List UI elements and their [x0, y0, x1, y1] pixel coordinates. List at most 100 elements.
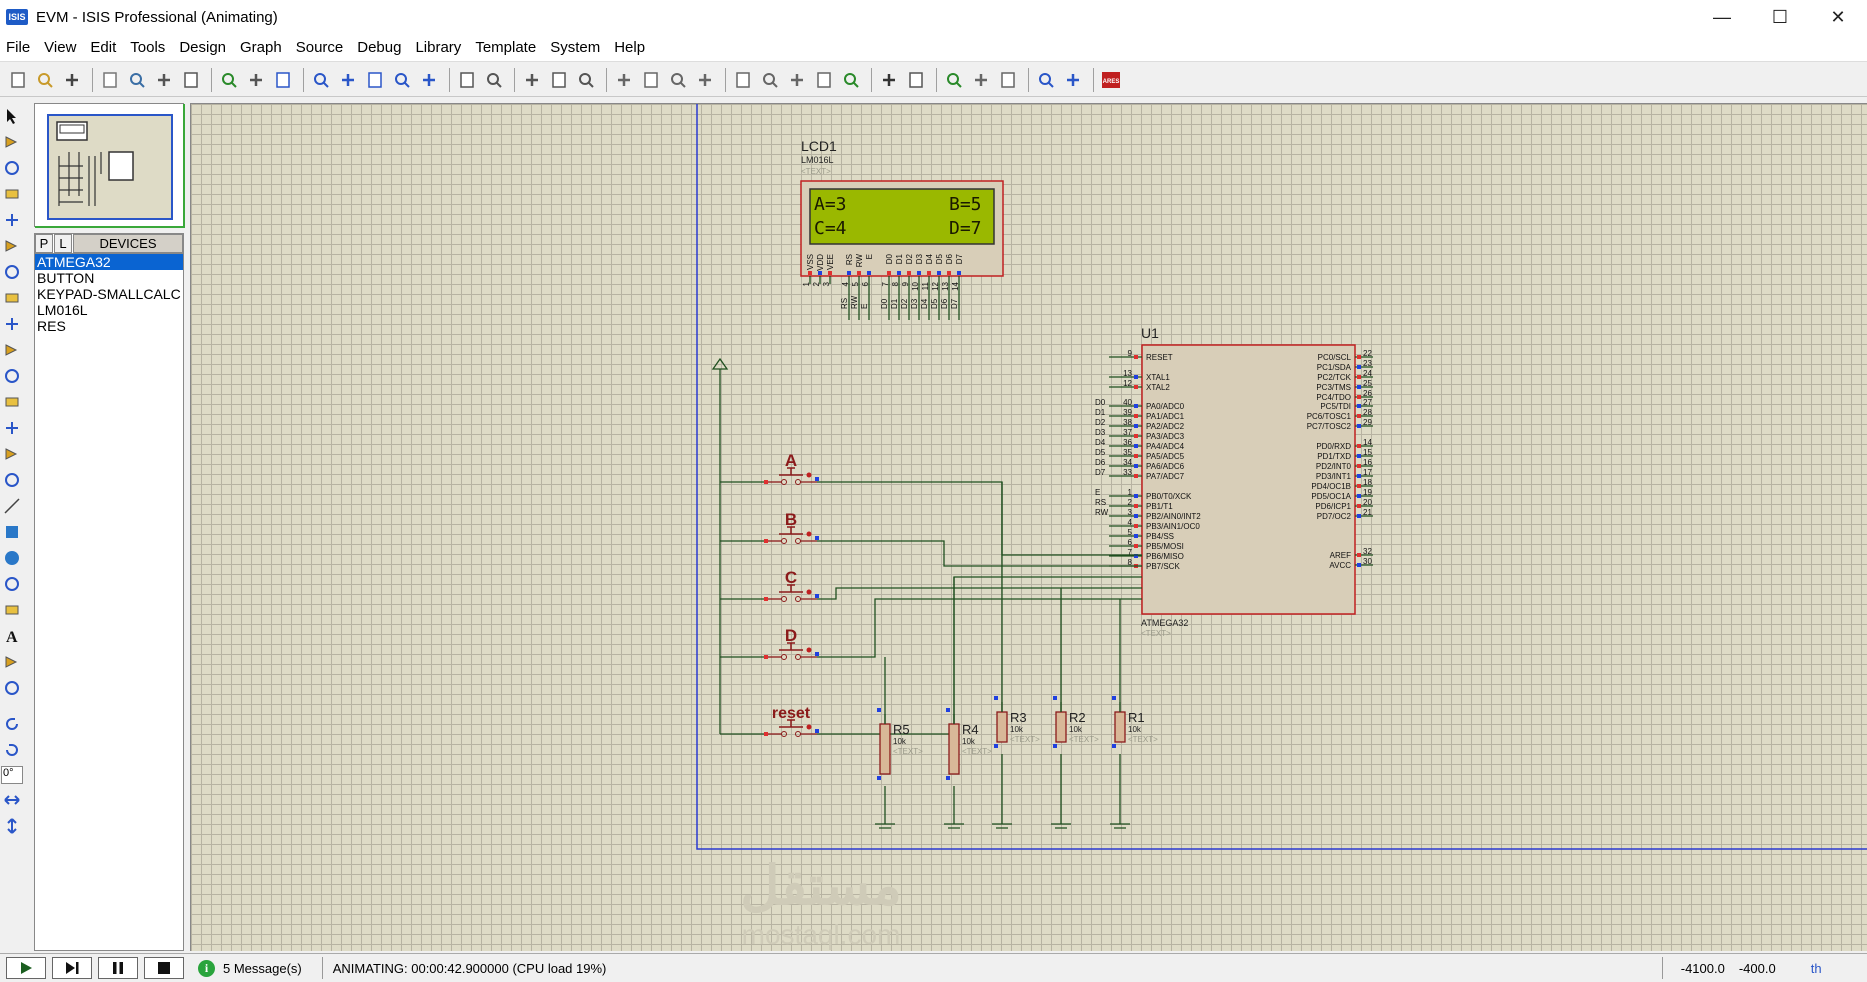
button-d[interactable]: D — [764, 626, 819, 660]
menu-view[interactable]: View — [44, 39, 77, 56]
packaging-button[interactable] — [785, 68, 809, 92]
menu-source[interactable]: Source — [295, 39, 344, 56]
button-c[interactable]: C — [764, 568, 819, 602]
menu-tools[interactable]: Tools — [130, 39, 166, 56]
cut-button[interactable] — [520, 68, 544, 92]
electrical-check-button[interactable] — [1061, 68, 1085, 92]
voltage-probe-button[interactable] — [0, 415, 24, 441]
generator-button[interactable] — [0, 389, 24, 415]
selection-button[interactable] — [0, 103, 24, 129]
current-probe-button[interactable] — [0, 441, 24, 467]
line-button[interactable] — [0, 493, 24, 519]
button-a[interactable]: A — [764, 451, 819, 485]
block-copy-button[interactable] — [612, 68, 636, 92]
origin-button[interactable] — [271, 68, 295, 92]
menu-template[interactable]: Template — [475, 39, 537, 56]
open-folder-button[interactable] — [33, 68, 57, 92]
close-button[interactable]: ✕ — [1830, 6, 1846, 27]
menu-help[interactable]: Help — [614, 39, 646, 56]
decompose-button[interactable] — [812, 68, 836, 92]
text-script-button[interactable] — [0, 207, 24, 233]
undo-button[interactable] — [455, 68, 479, 92]
subcircuit-button[interactable] — [0, 259, 24, 285]
maximize-button[interactable]: ☐ — [1771, 6, 1789, 27]
minimize-button[interactable]: — — [1713, 6, 1731, 27]
exit-to-parent-button[interactable] — [996, 68, 1020, 92]
virtual-instruments-button[interactable] — [0, 467, 24, 493]
overview-window[interactable] — [34, 103, 185, 228]
device-item-res[interactable]: RES — [37, 318, 66, 334]
wire-label-button[interactable] — [0, 181, 24, 207]
graph-button[interactable] — [0, 337, 24, 363]
bill-of-materials-button[interactable] — [1034, 68, 1058, 92]
box-button[interactable] — [0, 519, 24, 545]
junction-button[interactable] — [0, 155, 24, 181]
flip-horizontal-button[interactable] — [0, 787, 24, 813]
text-button[interactable]: A — [0, 623, 24, 649]
path-button[interactable] — [0, 597, 24, 623]
netlist-to-ares-button[interactable]: ARES — [1099, 68, 1123, 92]
menu-edit[interactable]: Edit — [90, 39, 117, 56]
copy-button[interactable] — [547, 68, 571, 92]
export-button[interactable] — [125, 68, 149, 92]
property-tool-button[interactable] — [904, 68, 928, 92]
search-button[interactable] — [877, 68, 901, 92]
flip-vertical-button[interactable] — [0, 813, 24, 839]
new-sheet-button[interactable] — [942, 68, 966, 92]
schematic-canvas[interactable]: مستقل mostaql.com LCD1 LM016L <TEXT> A=3… — [190, 103, 1867, 951]
device-item-keypad[interactable]: KEYPAD-SMALLCALC — [37, 286, 181, 302]
zoom-in-button[interactable] — [336, 68, 360, 92]
block-move-button[interactable] — [639, 68, 663, 92]
remove-sheet-button[interactable] — [969, 68, 993, 92]
zoom-out-button[interactable] — [363, 68, 387, 92]
menu-debug[interactable]: Debug — [357, 39, 402, 56]
component-button[interactable] — [0, 129, 24, 155]
pause-button[interactable] — [98, 957, 138, 979]
device-pins-button[interactable] — [0, 311, 24, 337]
buses-button[interactable] — [0, 233, 24, 259]
play-button[interactable] — [6, 957, 46, 979]
step-button[interactable] — [52, 957, 92, 979]
import-button[interactable] — [98, 68, 122, 92]
overview-viewport[interactable] — [47, 114, 173, 220]
lcd-component[interactable]: LCD1 LM016L <TEXT> A=3 B=5 C=4 D=7 VSS1V… — [800, 138, 1004, 320]
rotation-angle-field[interactable]: 0° — [1, 766, 23, 784]
redo-button[interactable] — [482, 68, 506, 92]
zoom-all-button[interactable] — [390, 68, 414, 92]
tape-recorder-button[interactable] — [0, 363, 24, 389]
device-item-lm016l[interactable]: LM016L — [37, 302, 88, 318]
terminals-button[interactable] — [0, 285, 24, 311]
rotate-cw-button[interactable] — [0, 711, 24, 737]
marker-button[interactable] — [0, 675, 24, 701]
zoom-area-button[interactable] — [417, 68, 441, 92]
menu-file[interactable]: File — [6, 39, 31, 56]
message-count[interactable]: i 5 Message(s) — [198, 957, 302, 979]
menu-graph[interactable]: Graph — [240, 39, 282, 56]
print-button[interactable] — [152, 68, 176, 92]
block-rotate-button[interactable] — [666, 68, 690, 92]
paste-button[interactable] — [574, 68, 598, 92]
save-button[interactable] — [60, 68, 84, 92]
stop-button[interactable] — [144, 957, 184, 979]
device-item-button[interactable]: BUTTON — [37, 270, 95, 286]
rotate-ccw-button[interactable] — [0, 737, 24, 763]
circle-button[interactable] — [0, 545, 24, 571]
grid-button[interactable] — [244, 68, 268, 92]
arc-button[interactable] — [0, 571, 24, 597]
refresh-button[interactable] — [217, 68, 241, 92]
menu-library[interactable]: Library — [415, 39, 462, 56]
menu-system[interactable]: System — [550, 39, 601, 56]
menu-design[interactable]: Design — [179, 39, 227, 56]
button-b[interactable]: B — [764, 510, 819, 544]
symbol-button[interactable] — [0, 649, 24, 675]
print-setup-button[interactable] — [179, 68, 203, 92]
pick-device-tab[interactable]: P — [35, 234, 53, 253]
pick-device-button[interactable] — [731, 68, 755, 92]
block-delete-button[interactable] — [693, 68, 717, 92]
library-manager-tab[interactable]: L — [54, 234, 72, 253]
